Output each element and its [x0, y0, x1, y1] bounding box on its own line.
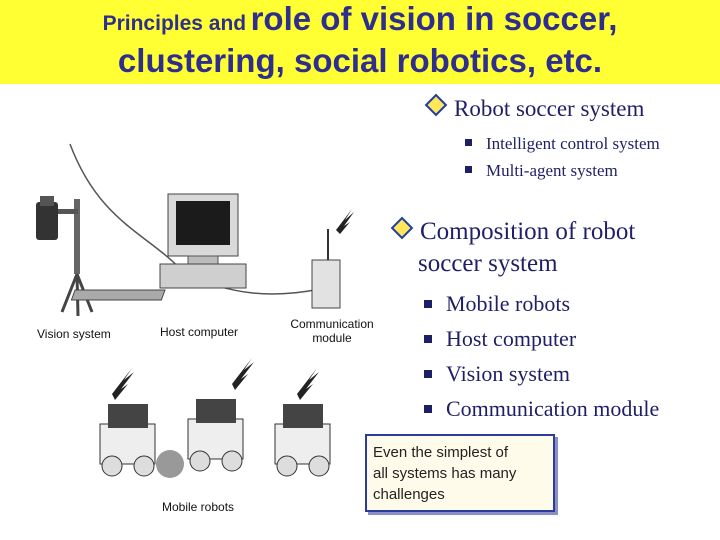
list-item: Mobile robots: [424, 286, 659, 321]
communication-module-icon: [311, 209, 354, 309]
vision-system-label: Vision system: [37, 327, 111, 341]
list-item: Communication module: [424, 391, 659, 426]
challenges-note: Even the simplest of all systems has man…: [365, 434, 555, 512]
host-computer-icon: [70, 193, 247, 301]
composition-heading: Composition of robot soccer system: [390, 216, 635, 280]
robot-soccer-heading: Robot soccer system: [424, 93, 644, 122]
wireless-signal-icon: [112, 368, 134, 400]
square-bullet-icon: [424, 370, 432, 378]
list-item: Multi-agent system: [465, 157, 660, 184]
page-title-line1: Principles and role of vision in soccer,: [0, 0, 720, 38]
title-bar: Principles and role of vision in soccer,…: [0, 0, 720, 84]
square-bullet-icon: [424, 300, 432, 308]
list-item: Vision system: [424, 356, 659, 391]
title-prefix: Principles and: [102, 12, 247, 35]
robot-soccer-panel: Robot soccer system Intelligent control …: [420, 86, 720, 206]
title-line1-text: role of vision in soccer,: [250, 0, 618, 37]
square-bullet-icon: [465, 166, 472, 173]
host-computer-label: Host computer: [160, 325, 239, 339]
robot-soccer-list: Intelligent control system Multi-agent s…: [465, 130, 660, 184]
square-bullet-icon: [424, 405, 432, 413]
mobile-robot-icon: [187, 399, 244, 472]
mobile-robot-icon: [274, 404, 331, 477]
list-item: Host computer: [424, 321, 659, 356]
mobile-robots-label: Mobile robots: [162, 500, 235, 514]
square-bullet-icon: [465, 139, 472, 146]
diamond-bullet-icon: [424, 93, 448, 117]
communication-module-label: Communication module: [290, 317, 374, 345]
wireless-signal-icon: [297, 368, 319, 400]
list-item: Intelligent control system: [465, 130, 660, 157]
composition-panel: Composition of robot soccer system Mobil…: [384, 210, 720, 432]
robot-soccer-illustration: [36, 143, 354, 478]
mobile-robot-icon: [99, 404, 156, 477]
composition-list: Mobile robots Host computer Vision syste…: [424, 286, 659, 426]
square-bullet-icon: [424, 335, 432, 343]
page-title-line2: clustering, social robotics, etc.: [117, 42, 603, 79]
wireless-signal-icon: [232, 358, 254, 390]
soccer-ball-icon: [156, 450, 184, 478]
